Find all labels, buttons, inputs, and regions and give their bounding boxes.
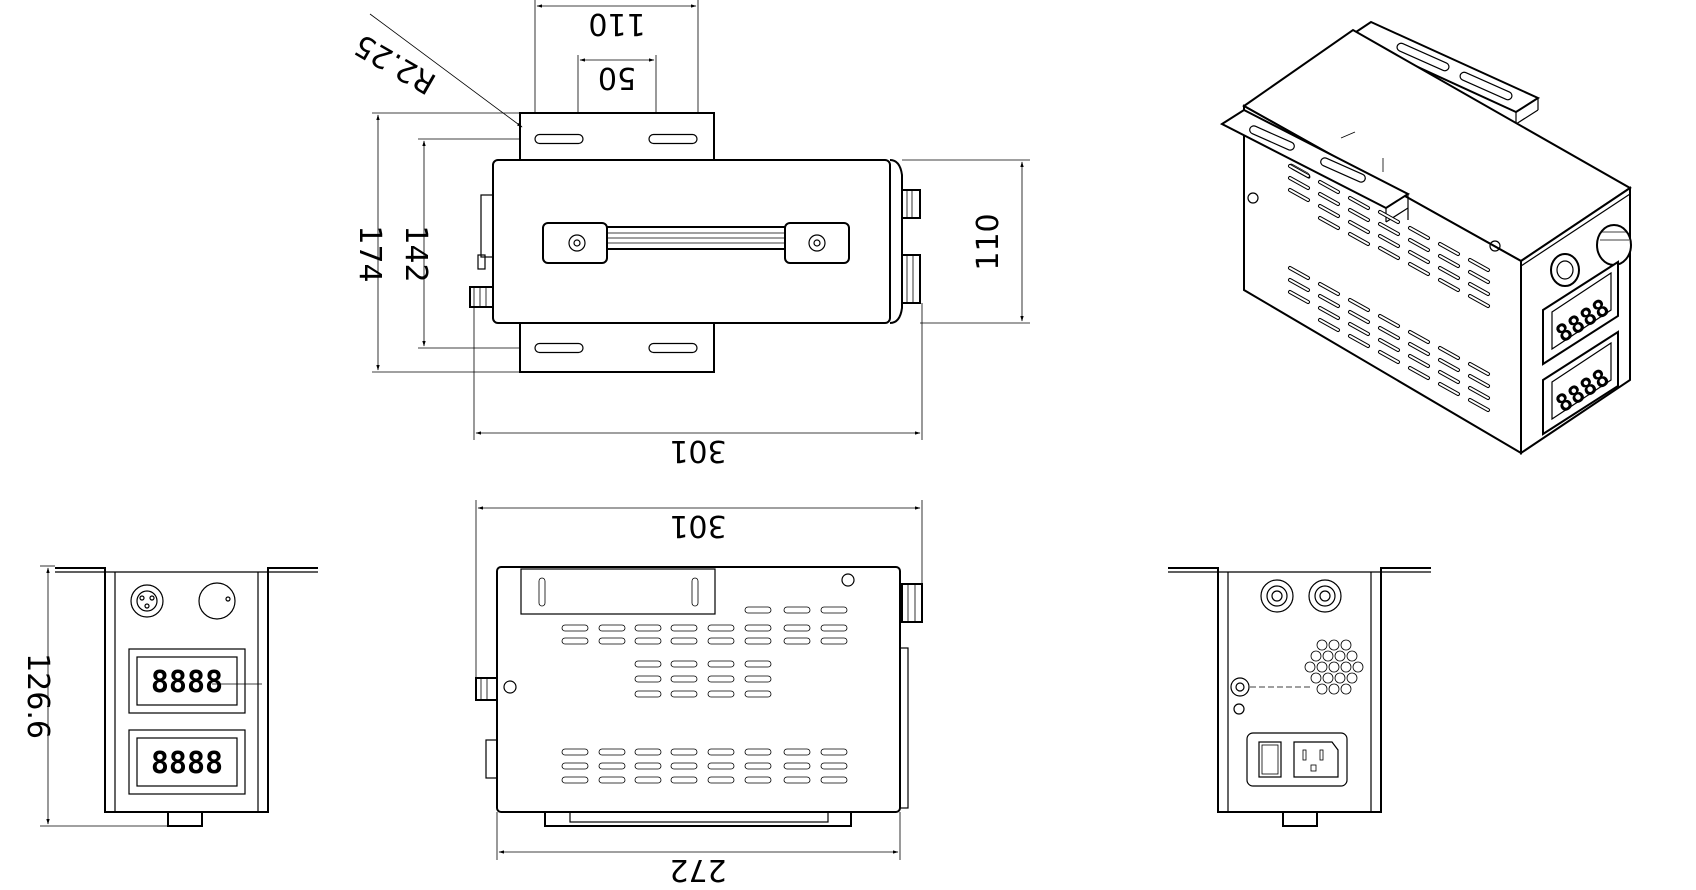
panel-knob xyxy=(198,582,236,620)
left-display-lower-frame xyxy=(128,729,246,795)
left-view: 8888 8888 126.6 xyxy=(20,565,318,827)
top-bracket xyxy=(519,112,715,164)
left-display-lower: 8888 xyxy=(151,746,223,781)
rear-connector-left xyxy=(1260,579,1294,613)
dim-272: 272 xyxy=(669,852,726,887)
bottom-bracket xyxy=(519,321,715,373)
ground-terminal xyxy=(1230,677,1250,697)
dim-142: 142 xyxy=(398,225,433,282)
dim-126-6: 126.6 xyxy=(20,653,55,739)
power-inlet xyxy=(1246,732,1348,787)
rear-connector-right xyxy=(1308,579,1342,613)
top-view: 110 50 R2.25 174 142 110 301 xyxy=(349,0,1030,468)
front-view: 301 272 xyxy=(475,500,923,887)
isometric-view: 8888 8888 xyxy=(1219,20,1632,455)
left-display-upper-frame xyxy=(128,648,246,714)
dim-50: 50 xyxy=(598,60,636,95)
rear-vent-holes xyxy=(1304,639,1364,695)
dim-174: 174 xyxy=(352,225,387,282)
dim-301-bottom: 301 xyxy=(669,433,726,468)
iso-connector xyxy=(1550,253,1580,287)
right-view xyxy=(1168,567,1431,827)
left-display-upper: 8888 xyxy=(151,665,223,700)
front-body xyxy=(496,566,901,813)
dim-radius: R2.25 xyxy=(349,26,442,100)
dim-110-top: 110 xyxy=(588,6,645,41)
dim-301-top: 301 xyxy=(669,508,726,543)
panel-connector xyxy=(130,584,164,618)
dim-110-right: 110 xyxy=(971,213,1006,270)
